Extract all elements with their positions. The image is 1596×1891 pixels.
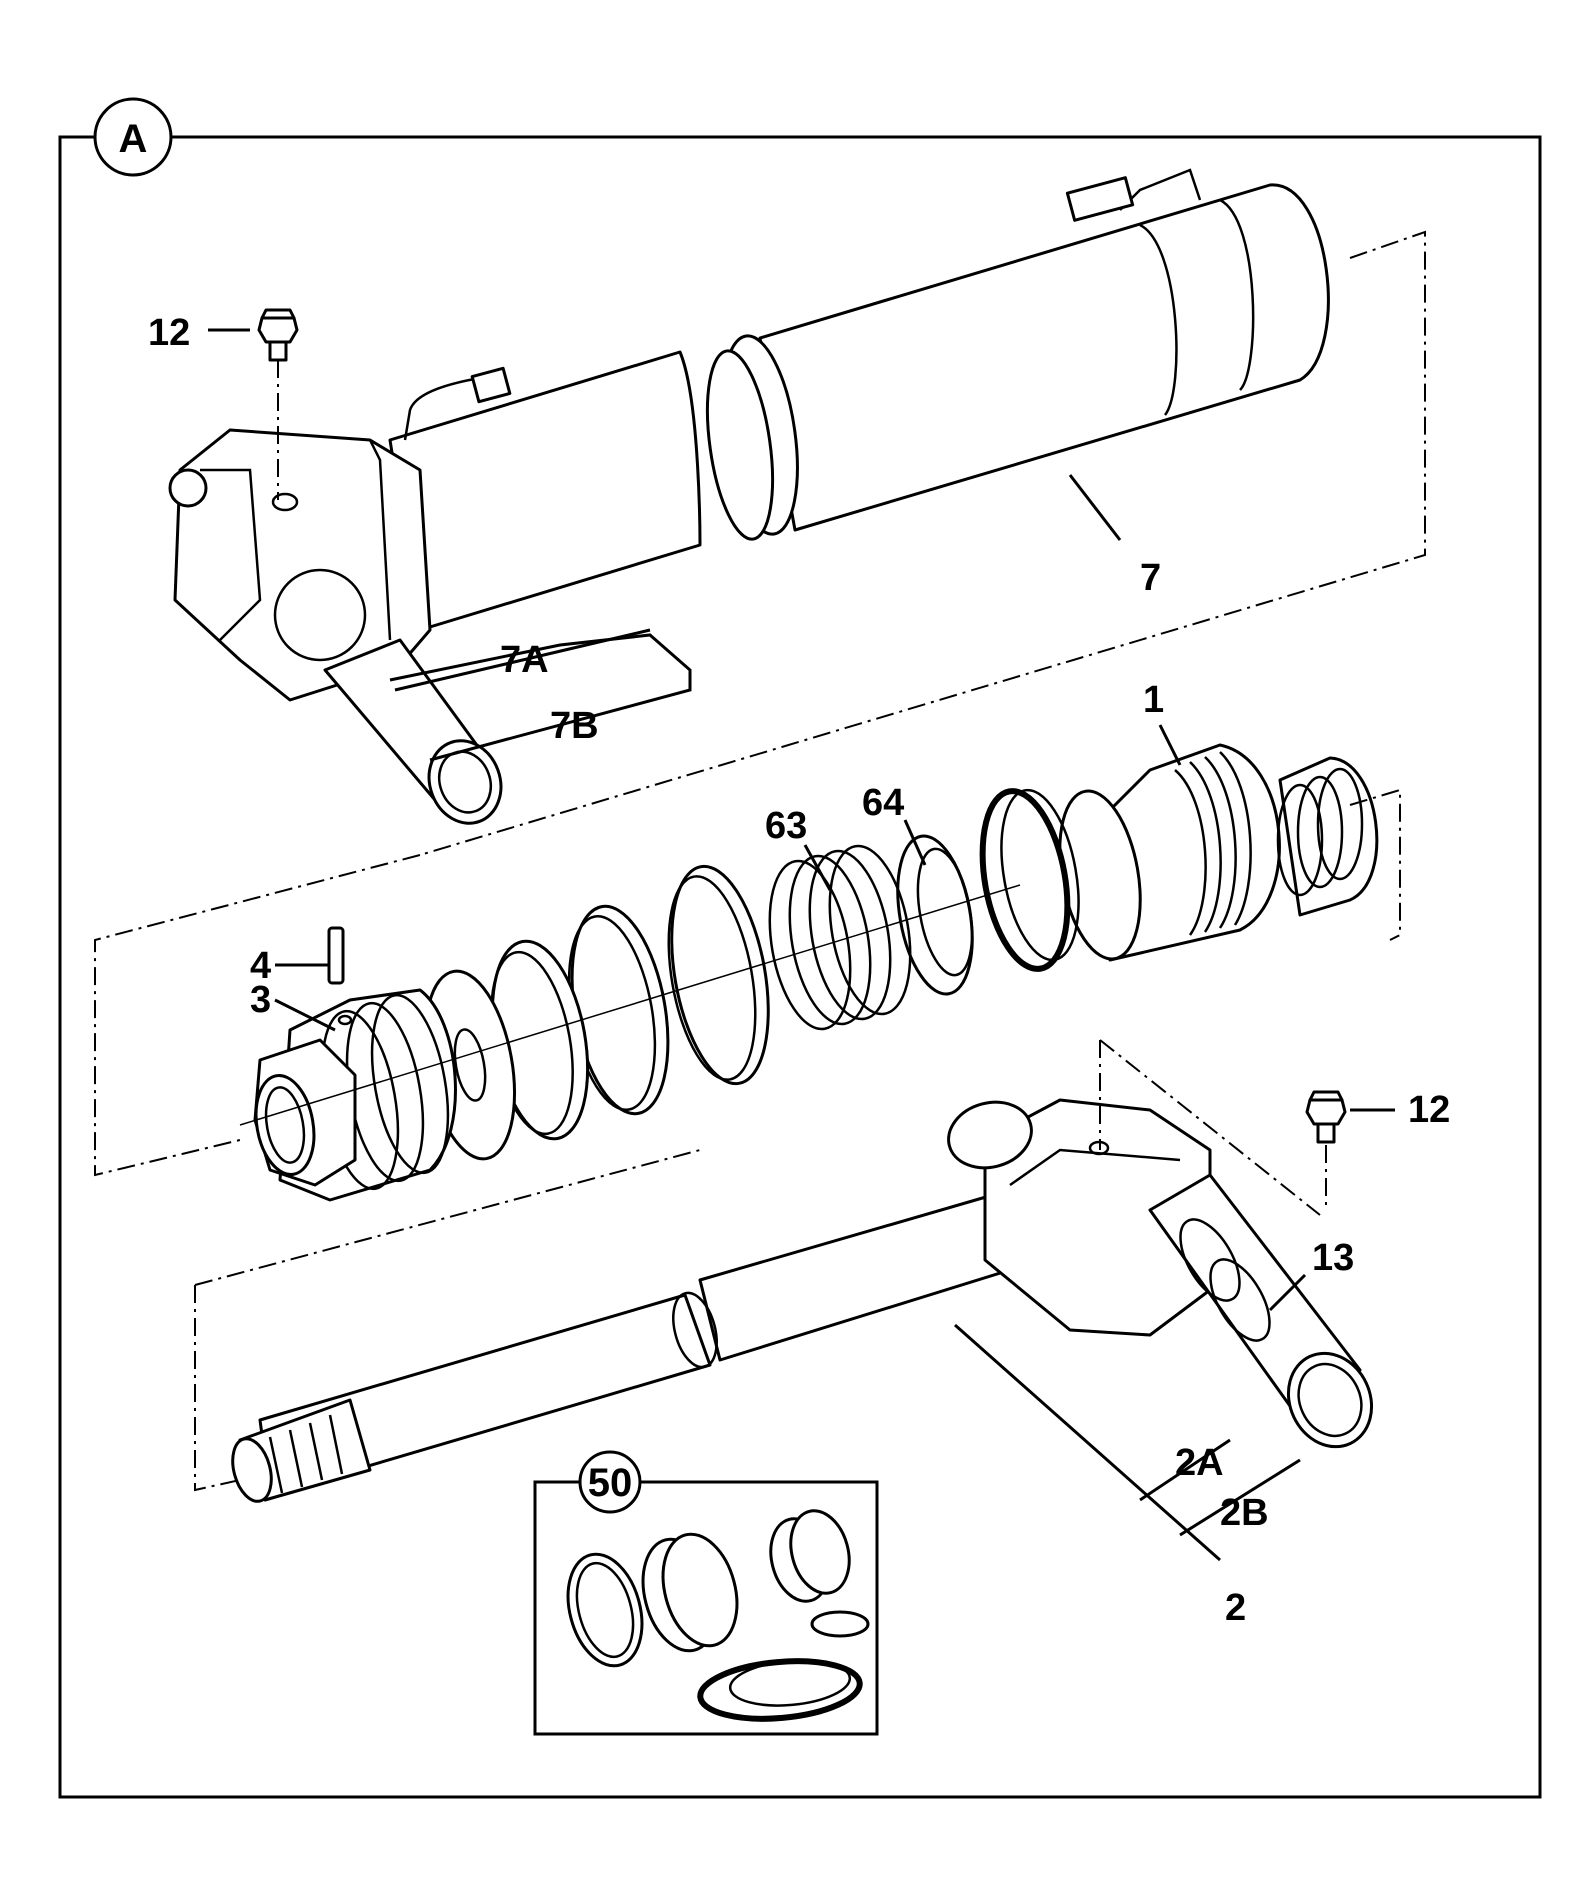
- callout-2: 2: [1225, 1587, 1246, 1629]
- callout-7b: 7B: [550, 705, 599, 747]
- callout-64: 64: [862, 782, 904, 824]
- diagram-frame: [58, 135, 1542, 1799]
- leader-lines: [208, 328, 1395, 1562]
- piston-rod: [231, 1098, 1374, 1503]
- rod-assembly-outline: [194, 1039, 1321, 1492]
- grease-fitting-right: [1305, 1090, 1347, 1210]
- callout-12-top: 12: [148, 312, 190, 354]
- callout-labels: 12 7 7A 7B 1 63 64 4 3 12 13 2A 2B 2: [148, 312, 1450, 1629]
- kit-label: 50: [588, 1461, 633, 1505]
- callout-1: 1: [1143, 679, 1164, 721]
- section-marker: A: [93, 97, 173, 177]
- callout-12-right: 12: [1408, 1089, 1450, 1131]
- callout-7a: 7A: [500, 639, 549, 681]
- callout-2b: 2B: [1220, 1492, 1269, 1534]
- callout-4: 4: [250, 945, 271, 987]
- section-label: A: [119, 117, 148, 161]
- seal-kit-inset: 50: [533, 1450, 879, 1736]
- callout-3: 3: [250, 979, 271, 1021]
- callout-13: 13: [1312, 1237, 1354, 1279]
- piston-assembly: [239, 743, 1379, 1202]
- barrel-assembly-outline: [419, 230, 1426, 856]
- grease-fitting-top: [257, 308, 299, 500]
- callout-2a: 2A: [1175, 1442, 1224, 1484]
- cylinder-barrel: [168, 168, 1330, 825]
- callout-63: 63: [765, 805, 807, 847]
- callout-7: 7: [1140, 557, 1161, 599]
- piston-assembly-outline: [94, 854, 421, 1177]
